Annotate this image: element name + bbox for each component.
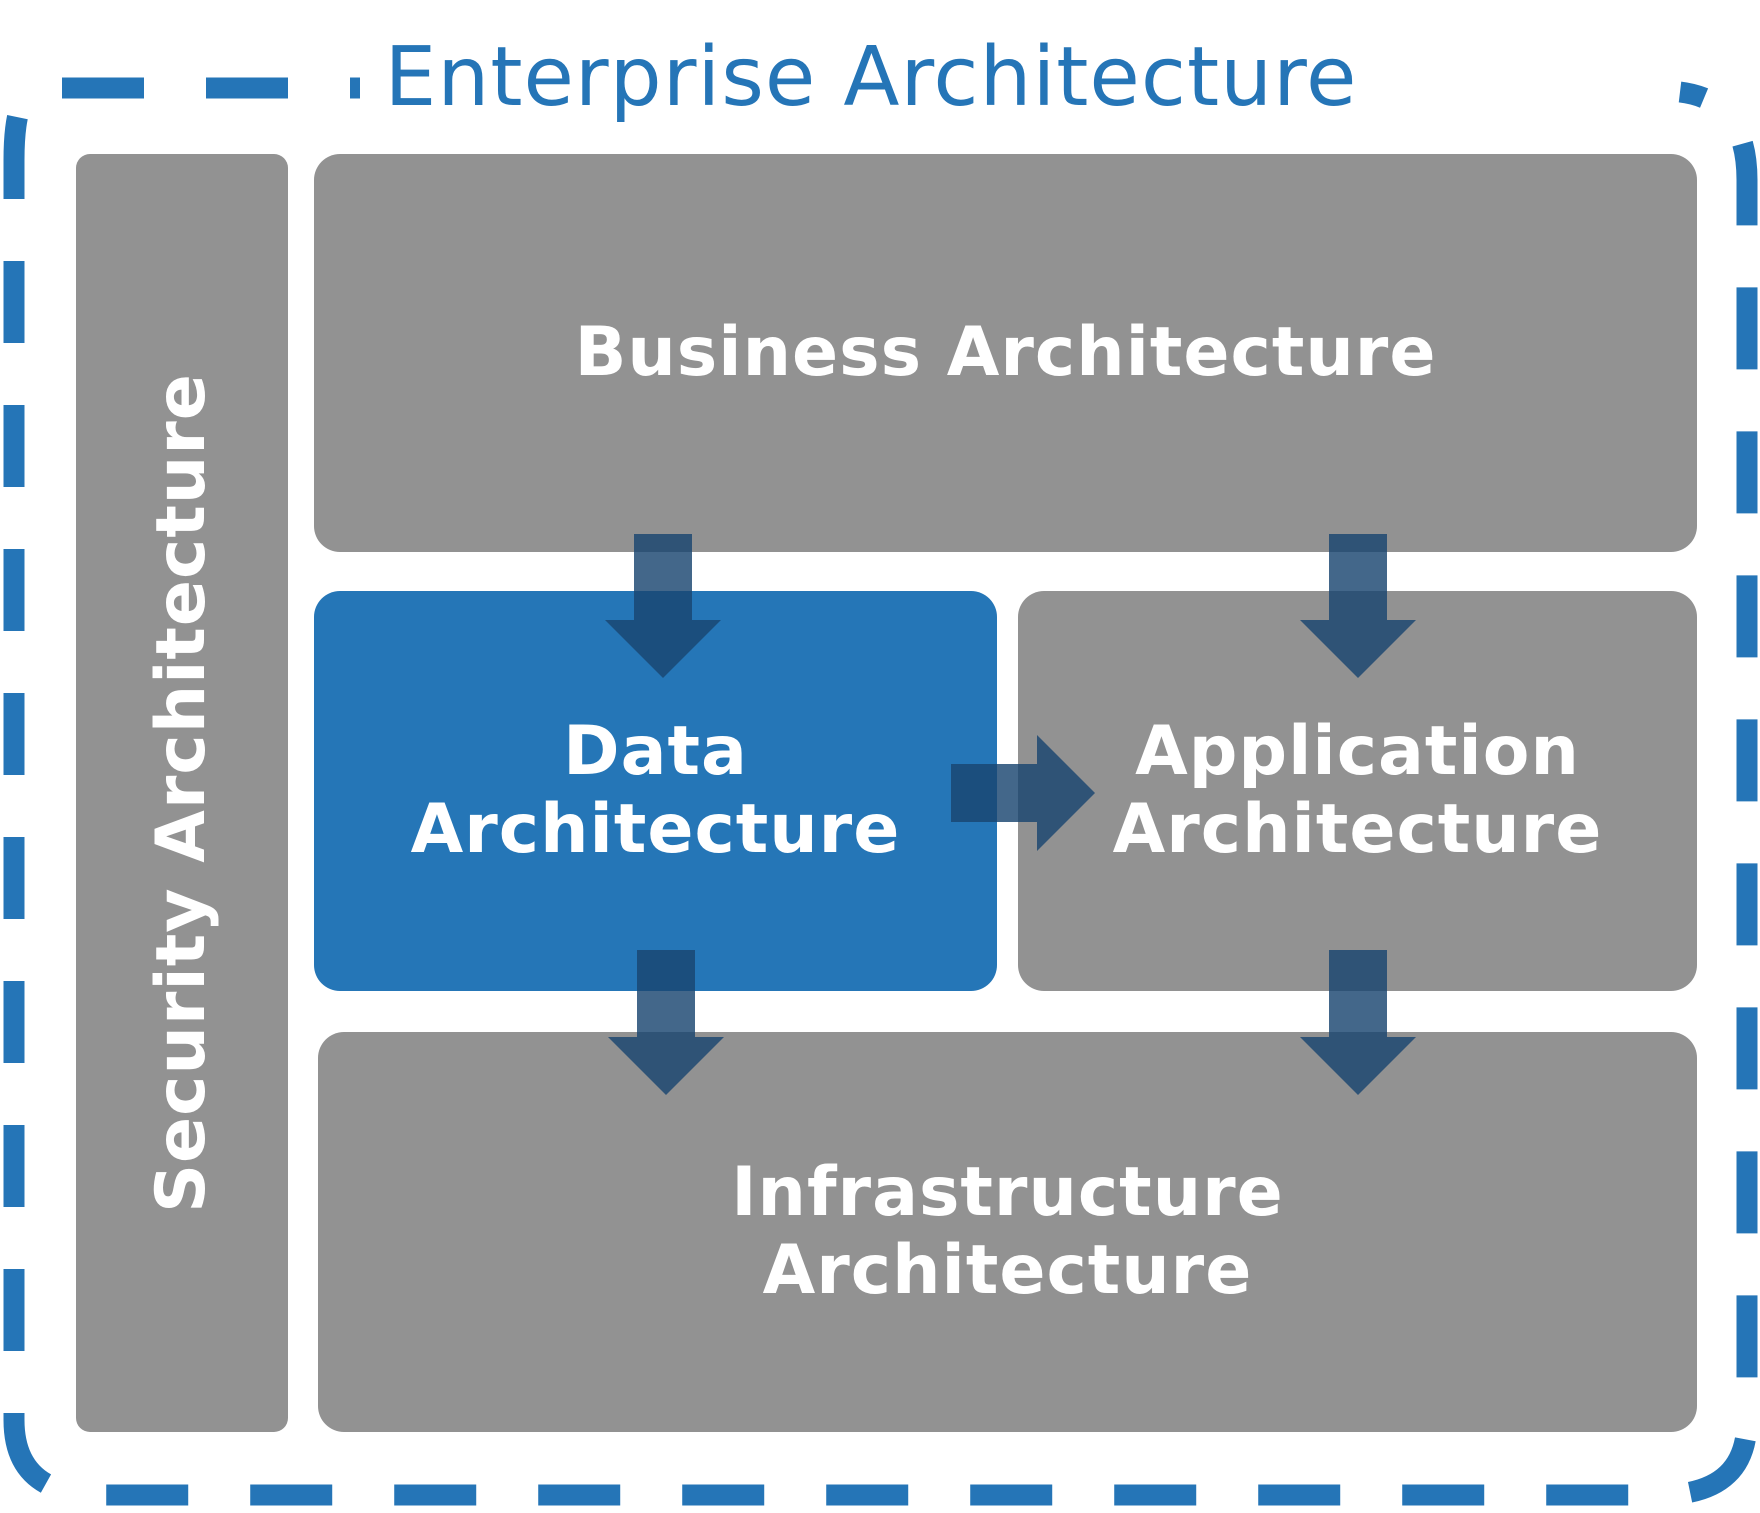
infrastructure-architecture-box[interactable]: Infrastructure Architecture — [318, 1032, 1697, 1432]
data-architecture-label-line2: Architecture — [410, 790, 901, 869]
data-architecture-box[interactable]: Data Architecture — [314, 591, 997, 991]
infrastructure-architecture-label-line1: Infrastructure — [731, 1153, 1284, 1232]
title-mask — [360, 60, 1440, 120]
business-architecture-box[interactable]: Business Architecture — [314, 154, 1697, 552]
diagram-title: Enterprise Architecture — [384, 30, 1358, 125]
application-architecture-box[interactable]: Application Architecture — [1018, 591, 1697, 991]
dashed-border — [3, 77, 1758, 1506]
data-architecture-label-line1: Data — [563, 712, 748, 791]
infrastructure-architecture-label-line2: Architecture — [762, 1231, 1253, 1310]
business-architecture-label: Business Architecture — [574, 313, 1437, 392]
security-architecture-box[interactable]: Security Architecture — [76, 154, 288, 1432]
security-architecture-label: Security Architecture — [142, 373, 222, 1213]
application-architecture-label-line1: Application — [1135, 712, 1580, 791]
application-architecture-label-line2: Architecture — [1112, 790, 1603, 869]
